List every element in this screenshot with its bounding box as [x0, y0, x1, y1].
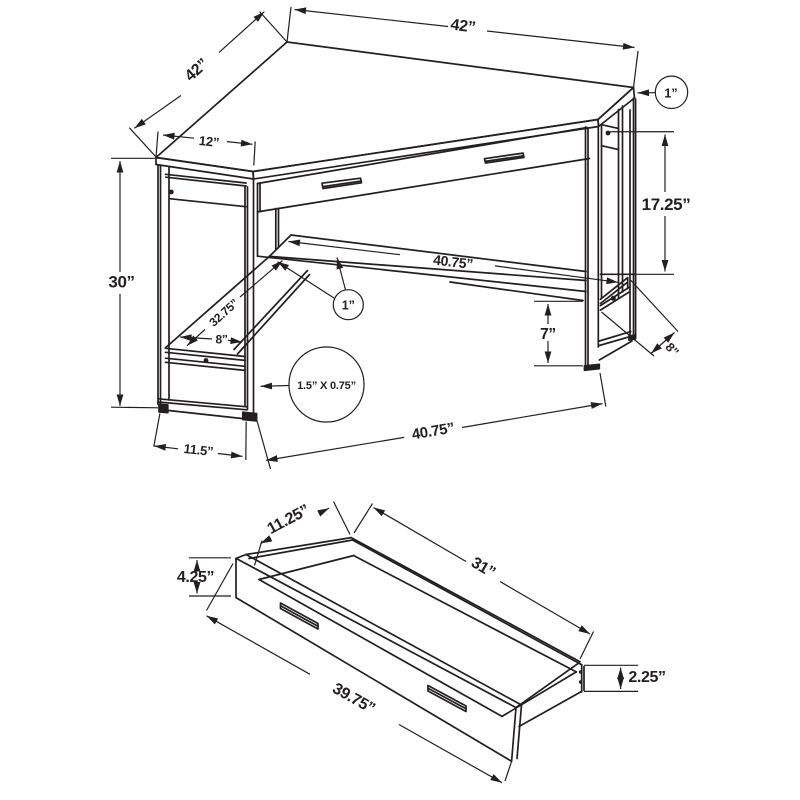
svg-text:1”: 1” — [342, 299, 355, 313]
svg-text:11.25”: 11.25” — [265, 502, 313, 538]
svg-text:32.75”: 32.75” — [206, 296, 241, 330]
svg-text:39.75”: 39.75” — [329, 680, 377, 717]
svg-text:12”: 12” — [198, 133, 220, 150]
svg-text:42”: 42” — [182, 56, 212, 85]
svg-text:4.25”: 4.25” — [177, 569, 214, 586]
svg-text:31”: 31” — [468, 554, 498, 581]
svg-text:17.25”: 17.25” — [642, 195, 691, 214]
svg-text:40.75”: 40.75” — [432, 251, 473, 271]
svg-text:40.75”: 40.75” — [411, 420, 456, 444]
svg-text:1.5” X 0.75”: 1.5” X 0.75” — [297, 380, 356, 392]
svg-text:42”: 42” — [449, 16, 476, 36]
svg-text:8”: 8” — [215, 332, 227, 346]
svg-text:8”: 8” — [663, 340, 682, 359]
svg-text:7”: 7” — [540, 326, 556, 343]
svg-text:11.5”: 11.5” — [183, 441, 214, 459]
svg-text:2.25”: 2.25” — [628, 669, 665, 686]
svg-text:30”: 30” — [108, 273, 134, 292]
svg-text:1”: 1” — [664, 87, 677, 101]
